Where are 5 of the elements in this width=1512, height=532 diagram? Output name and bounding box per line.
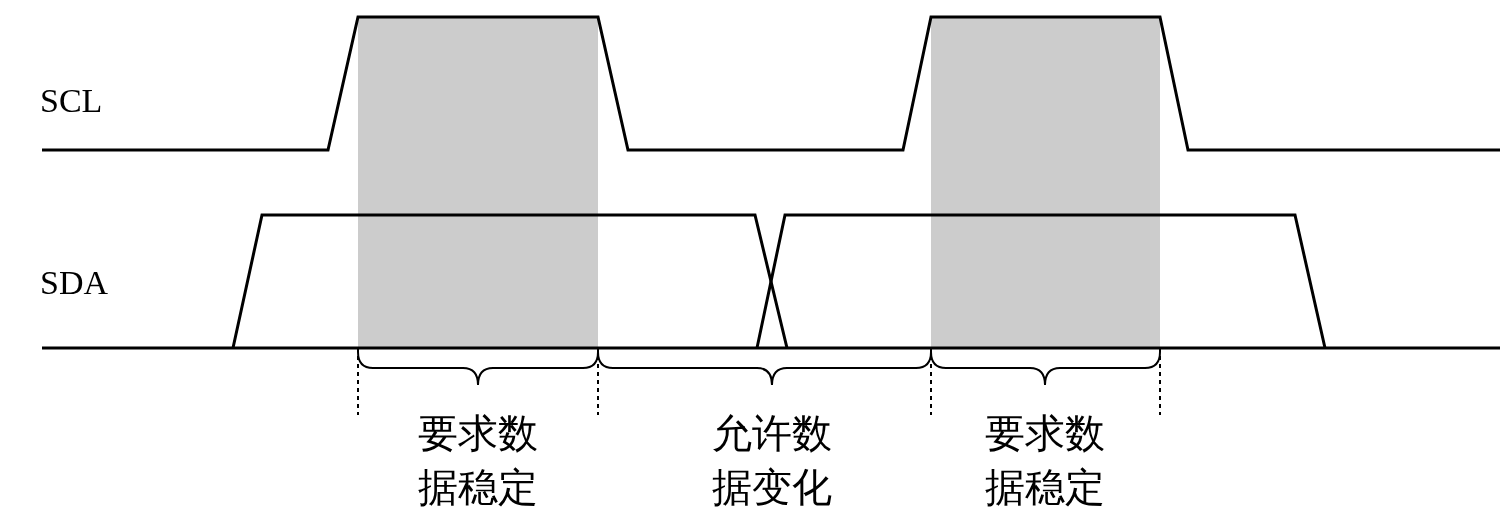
signal-name: SDA xyxy=(40,266,109,300)
phase-label: 允许数据变化 xyxy=(712,409,832,512)
phase-label: 要求数据稳定 xyxy=(418,409,538,512)
phase-label: 要求数据稳定 xyxy=(985,409,1105,512)
signal-name: SCL xyxy=(40,84,103,118)
